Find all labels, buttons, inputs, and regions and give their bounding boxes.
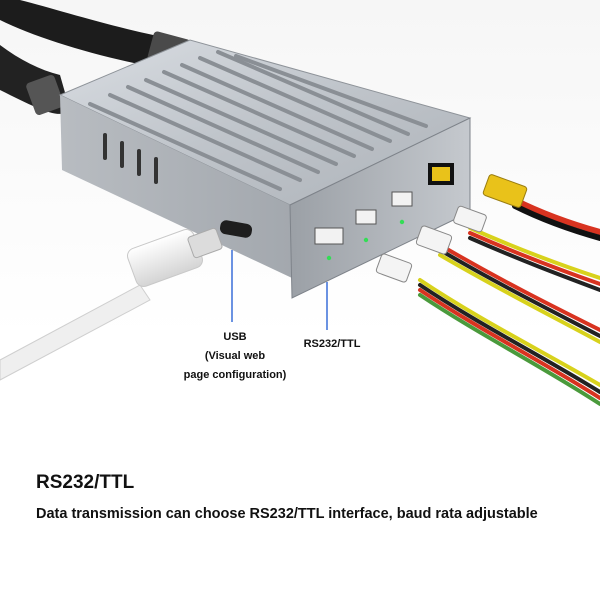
caption-description: Data transmission can choose RS232/TTL i… [36, 506, 538, 522]
usb-callout: USB (Visual web page configuration) [180, 328, 290, 385]
rs232-callout: RS232/TTL [297, 335, 367, 354]
status-led [363, 237, 369, 243]
usb-callout-line2: (Visual web [204, 350, 266, 362]
side-vents [103, 133, 158, 184]
heatsink-fins [88, 50, 428, 191]
status-led [326, 255, 332, 261]
rs232-callout-title: RS232/TTL [303, 338, 361, 350]
sbus2-port [391, 191, 413, 207]
device-body [58, 39, 472, 299]
antenna-left [0, 45, 70, 115]
usb-callout-line3: page configuration) [183, 369, 287, 381]
usb-port [219, 220, 253, 238]
usb-cable [0, 227, 223, 381]
sbus1-port [355, 209, 377, 225]
ttl-port [314, 227, 344, 245]
product-illustration [0, 0, 600, 406]
wire-harness [418, 197, 600, 406]
wire-connectors [375, 174, 528, 283]
usb-callout-title: USB [223, 331, 247, 343]
status-led [399, 219, 405, 225]
caption-headline: RS232/TTL [36, 472, 135, 493]
product-photo: USB (Visual web page configuration) RS23… [0, 0, 600, 420]
